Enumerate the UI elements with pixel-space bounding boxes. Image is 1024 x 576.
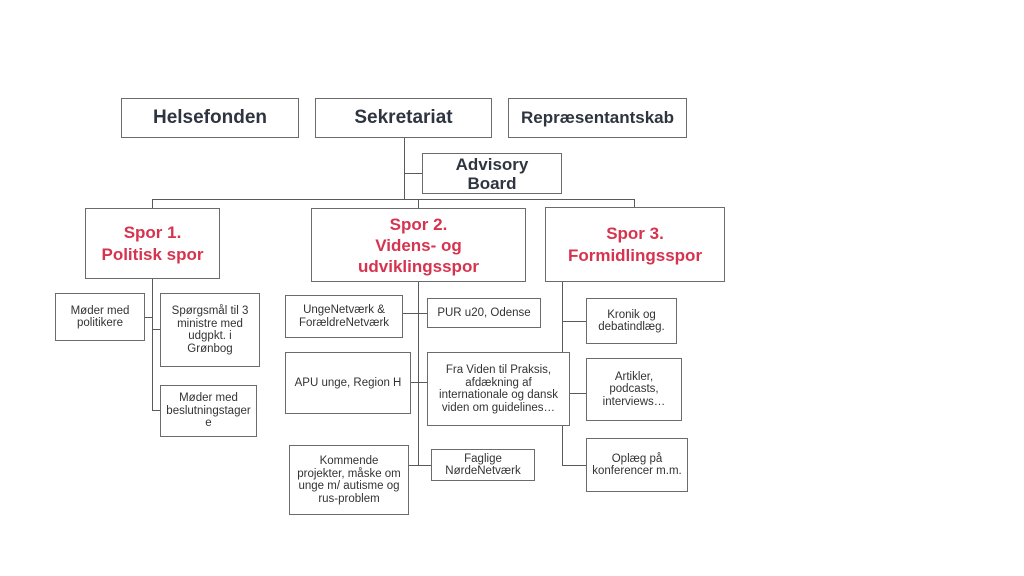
spor-2-right-item: Faglige NørdeNetværk <box>431 449 535 481</box>
spor-2-right-item: Fra Viden til Praksis, afdækning af inte… <box>427 352 570 426</box>
spor-2-label: Spor 2. Videns- og udviklingsspor <box>358 214 479 276</box>
spor-1-box: Spor 1. Politisk spor <box>85 208 220 279</box>
connector-line <box>418 282 419 466</box>
connector-line <box>562 321 586 322</box>
sekretariat-box: Sekretariat <box>315 98 492 138</box>
spor-3-item-label: Oplæg på konferencer m.m. <box>592 452 682 478</box>
spor-3-item-label: Artikler, podcasts, interviews… <box>602 370 666 408</box>
connector-line <box>152 329 160 330</box>
helsefonden-label: Helsefonden <box>152 107 268 128</box>
spor-2-right-item-label: Fra Viden til Praksis, afdækning af inte… <box>439 364 558 414</box>
connector-line <box>634 199 635 208</box>
spor-3-item: Kronik og debatindlæg. <box>586 298 677 344</box>
spor-3-label: Spor 3. Formidlingsspor <box>567 223 703 265</box>
connector-line <box>145 317 153 318</box>
spor-2-right-item-label: Faglige NørdeNetværk <box>445 452 521 478</box>
spor-1-label: Spor 1. Politisk spor <box>101 222 204 264</box>
spor-2-left-item-label: UngeNetværk & ForældreNetværk <box>298 304 390 329</box>
connector-line <box>562 393 586 394</box>
connector-line <box>403 313 427 314</box>
spor-3-item: Oplæg på konferencer m.m. <box>586 438 688 492</box>
spor-3-box: Spor 3. Formidlingsspor <box>545 207 725 282</box>
spor-2-right-item-label: PUR u20, Odense <box>437 306 531 319</box>
connector-line <box>562 465 586 466</box>
connector-line <box>152 199 153 209</box>
spor-1-item: Møder med beslutningstager e <box>160 385 257 437</box>
connector-line <box>152 199 634 200</box>
connector-line <box>418 199 419 209</box>
spor-2-right-item: PUR u20, Odense <box>427 298 541 328</box>
spor-1-item-label: Møder med beslutningstager e <box>166 392 251 430</box>
repraesentantskab-label: Repræsentantskab <box>520 108 675 127</box>
connector-line <box>404 173 422 174</box>
connector-line <box>152 410 160 411</box>
spor-3-item: Artikler, podcasts, interviews… <box>586 358 682 421</box>
spor-2-left-item: Kommende projekter, måske om unge m/ aut… <box>289 445 409 515</box>
spor-2-left-item-label: Kommende projekter, måske om unge m/ aut… <box>297 455 401 505</box>
helsefonden-box: Helsefonden <box>121 98 299 138</box>
spor-1-item: Spørgsmål til 3 ministre med udgpkt. i G… <box>160 293 260 367</box>
repraesentantskab-box: Repræsentantskab <box>508 98 687 138</box>
spor-2-left-item: APU unge, Region H <box>285 352 411 414</box>
spor-1-item-label: Spørgsmål til 3 ministre med udgpkt. i G… <box>171 305 249 355</box>
connector-line <box>152 279 153 411</box>
spor-3-item-label: Kronik og debatindlæg. <box>598 308 665 334</box>
spor-1-item: Møder med politikere <box>55 293 145 341</box>
spor-1-item-label: Møder med politikere <box>70 304 130 330</box>
spor-2-left-item: UngeNetværk & ForældreNetværk <box>285 295 403 338</box>
advisory-board-label: Advisory Board <box>455 154 529 193</box>
connector-line <box>411 382 427 383</box>
spor-2-box: Spor 2. Videns- og udviklingsspor <box>311 208 526 282</box>
sekretariat-label: Sekretariat <box>354 107 453 128</box>
spor-2-left-item-label: APU unge, Region H <box>294 376 402 389</box>
connector-line <box>404 138 405 200</box>
advisory-board-box: Advisory Board <box>422 153 562 194</box>
connector-line <box>409 465 431 466</box>
